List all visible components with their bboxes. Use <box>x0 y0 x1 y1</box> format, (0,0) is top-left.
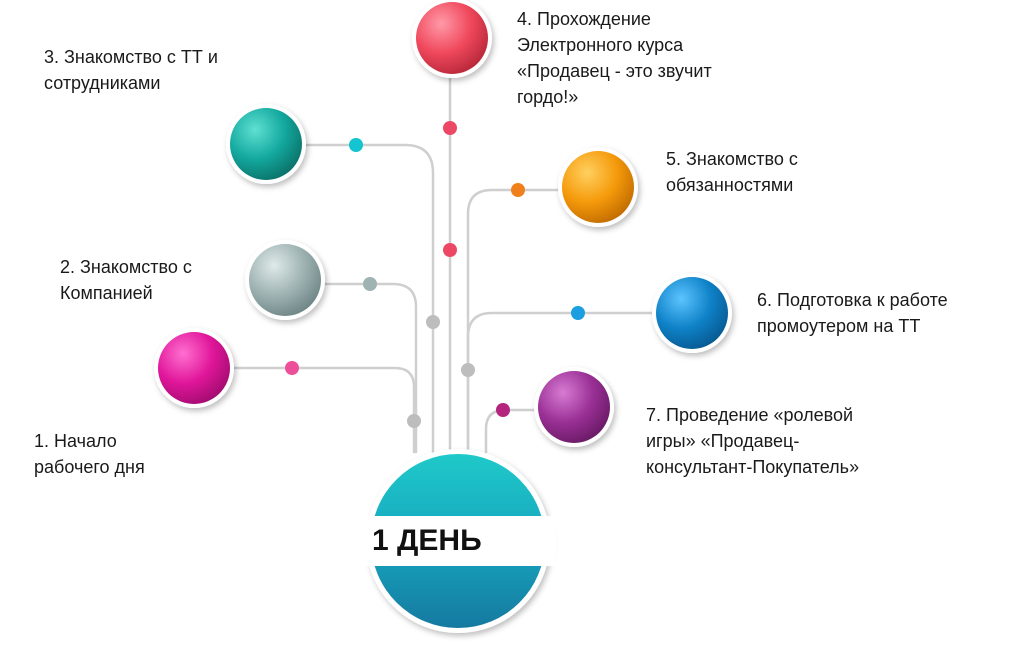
label-line: рабочего дня <box>34 457 145 477</box>
sphere-step-4 <box>412 0 492 78</box>
label-step-6: 6. Подготовка к работе промоутером на ТТ <box>757 287 948 339</box>
label-line: промоутером на ТТ <box>757 316 921 336</box>
connector-step-7 <box>484 408 540 454</box>
connector-lines <box>230 72 656 454</box>
label-line: 1. Начало <box>34 431 117 451</box>
dot-step-4-b <box>443 243 457 257</box>
sphere-step-1 <box>154 328 234 408</box>
label-line: «Продавец - это звучит <box>517 61 712 81</box>
dot-step-6 <box>571 306 585 320</box>
label-step-1: 1. Начало рабочего дня <box>34 428 145 480</box>
dot-step-5 <box>511 183 525 197</box>
label-step-7: 7. Проведение «ролевой игры» «Продавец- … <box>646 402 859 480</box>
connector-dots <box>285 121 585 417</box>
label-line: 4. Прохождение <box>517 9 651 29</box>
junction-dot <box>407 414 421 428</box>
step-spheres <box>154 0 732 447</box>
label-step-3: 3. Знакомство с ТТ и сотрудниками <box>44 44 218 96</box>
sphere-step-3 <box>226 104 306 184</box>
dot-step-7 <box>496 403 510 417</box>
dot-step-3 <box>349 138 363 152</box>
sphere-step-2 <box>245 240 325 320</box>
dot-step-2 <box>363 277 377 291</box>
junction-dot <box>426 315 440 329</box>
dot-step-4-a <box>443 121 457 135</box>
day-title: 1 ДЕНЬ <box>356 516 556 566</box>
junction-dot <box>461 363 475 377</box>
label-step-4: 4. Прохождение Электронного курса «Прода… <box>517 6 712 110</box>
label-line: 2. Знакомство с <box>60 257 192 277</box>
connector-step-1 <box>230 366 416 454</box>
label-line: 7. Проведение «ролевой <box>646 405 854 425</box>
sphere-step-7 <box>534 367 614 447</box>
label-line: гордо!» <box>517 87 579 107</box>
sphere-step-6 <box>652 273 732 353</box>
label-line: 5. Знакомство с <box>666 149 798 169</box>
connector-step-6 <box>466 311 656 454</box>
label-line: консультант-Покупатель» <box>646 457 860 477</box>
label-line: Компанией <box>60 283 153 303</box>
label-step-2: 2. Знакомство с Компанией <box>60 254 192 306</box>
connector-step-5 <box>466 188 562 454</box>
connector-step-2 <box>320 282 418 454</box>
label-line: Электронного курса <box>517 35 684 55</box>
sphere-step-5 <box>558 147 638 227</box>
label-line: игры» «Продавец- <box>646 431 800 451</box>
connector-step-3 <box>302 143 435 454</box>
label-step-5: 5. Знакомство с обязанностями <box>666 146 798 198</box>
dot-step-1 <box>285 361 299 375</box>
label-line: обязанностями <box>666 175 794 195</box>
label-line: 6. Подготовка к работе <box>757 290 948 310</box>
label-line: сотрудниками <box>44 73 161 93</box>
label-line: 3. Знакомство с ТТ и <box>44 47 218 67</box>
junction-dots <box>407 315 475 428</box>
